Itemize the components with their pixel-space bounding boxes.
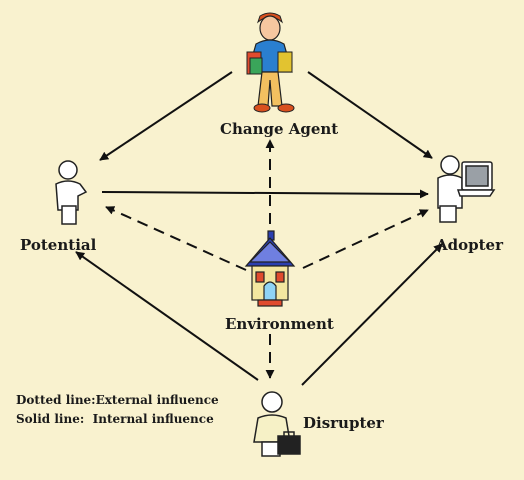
person-with-laptop-icon (437, 155, 496, 223)
node-label-environment: Environment (225, 315, 334, 333)
arrow-potential-to-adopter (101, 189, 429, 199)
arrow-agent-to-adopter (307, 71, 433, 159)
dashed-arrow-environment-to-adopter (302, 209, 429, 269)
arrow-disrupter-to-adopter (301, 243, 443, 386)
node-label-disrupter: Disrupter (303, 414, 384, 432)
node-label-adopter: Adopter (436, 236, 503, 254)
arrow-disrupter-to-potential (75, 251, 259, 381)
man-holding-books-icon (246, 12, 295, 113)
dashed-arrow-environment-to-potential (105, 206, 247, 271)
person-outline-icon (55, 160, 88, 225)
legend-solid-line: Solid line: Internal influence (16, 412, 214, 426)
node-label-change-agent: Change Agent (220, 120, 339, 138)
arrow-agent-to-potential (99, 71, 233, 161)
legend-dotted-line: Dotted line:External influence (16, 393, 219, 407)
person-with-briefcase-icon (253, 391, 301, 457)
church-house-icon (244, 230, 296, 307)
node-label-potential: Potential (20, 236, 97, 254)
legend: Dotted line:External influence Solid lin… (16, 391, 219, 429)
